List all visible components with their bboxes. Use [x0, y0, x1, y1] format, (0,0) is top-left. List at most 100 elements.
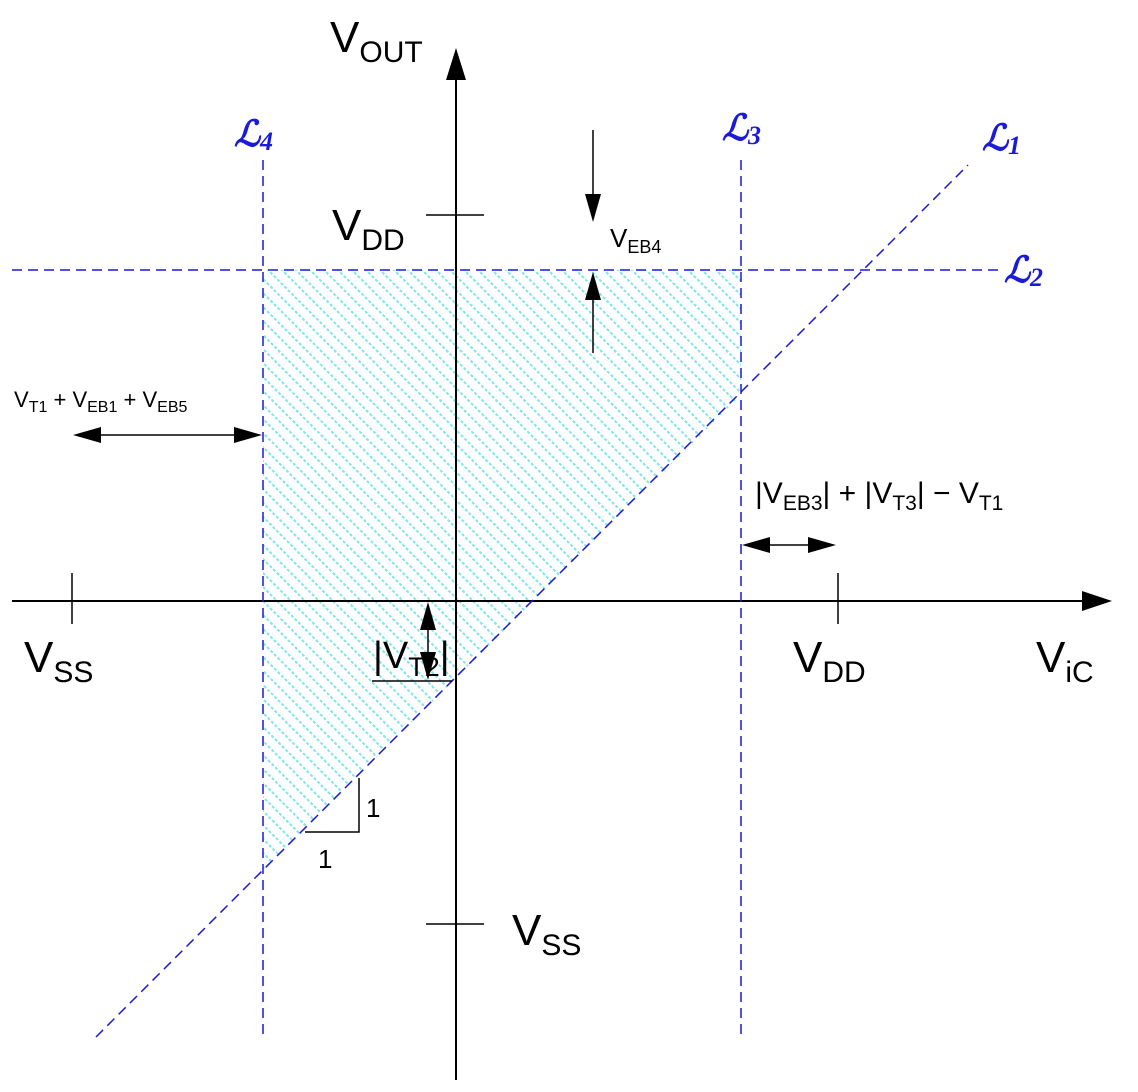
hatch-line: [263, 270, 741, 870]
hatch-line: [263, 270, 741, 870]
hatch-line: [263, 270, 741, 870]
hatch-line: [263, 270, 741, 870]
hatch-line: [263, 270, 553, 870]
hatch-line: [263, 270, 741, 870]
right-margin-label: |VEB3| + |VT3| − VT1: [755, 477, 1003, 515]
hatch-line: [263, 270, 595, 870]
hatch-line: [263, 270, 399, 870]
x-axis-arrowhead: [1082, 591, 1112, 611]
hatch-line: [641, 270, 741, 870]
hatch-line: [263, 270, 741, 870]
hatch-line: [263, 270, 741, 870]
hatch-line: [263, 270, 455, 870]
left-margin-arrowhead-right: [234, 427, 262, 443]
hatch-line: [263, 270, 741, 870]
hatch-line: [599, 270, 741, 870]
veb4-arrowhead-up: [585, 272, 601, 300]
vss-x-label: VSS: [24, 633, 93, 689]
vt2-label: |VT2|: [373, 635, 450, 682]
hatch-line: [263, 270, 741, 870]
hatch-line: [529, 270, 741, 870]
hatch-line: [263, 270, 741, 870]
hatch-line: [585, 270, 741, 870]
left-margin-arrowhead-left: [73, 427, 101, 443]
hatch-line: [347, 270, 741, 870]
y-axis-label: VOUT: [330, 13, 423, 69]
slope-rise-label: 1: [366, 793, 380, 823]
line-l1: [95, 164, 969, 1038]
left-margin-label: VT1 + VEB1 + VEB5: [14, 387, 187, 416]
hatch-line: [263, 270, 741, 870]
hatch-line: [263, 270, 357, 870]
hatch-line: [263, 270, 721, 870]
hatch-line: [263, 270, 741, 870]
hatch-line: [263, 270, 741, 870]
hatch-line: [263, 270, 741, 870]
hatch-line: [263, 270, 497, 870]
hatch-line: [263, 270, 567, 870]
hatch-line: [263, 270, 741, 870]
hatch-line: [263, 270, 735, 870]
x-axis-label: ViC: [1036, 633, 1094, 689]
hatch-line: [319, 270, 741, 870]
hatch-line: [263, 270, 483, 870]
hatch-line: [627, 270, 741, 870]
hatch-line: [263, 270, 741, 870]
hatch-line: [263, 270, 741, 870]
slope-run-label: 1: [318, 844, 332, 874]
hatch-line: [263, 270, 539, 870]
hatch-line: [263, 270, 741, 870]
right-margin-arrowhead-right: [808, 537, 836, 553]
label-l4: ℒ4: [234, 114, 273, 156]
hatch-line: [263, 270, 741, 870]
hatch-line: [263, 270, 741, 870]
hatch-line: [263, 270, 741, 870]
hatch-line: [263, 270, 741, 870]
hatch-line: [263, 270, 741, 870]
hatch-line: [263, 270, 581, 870]
vdd-y-label: VDD: [332, 201, 405, 257]
y-axis-arrowhead: [446, 48, 466, 80]
label-l2: ℒ2: [1004, 250, 1043, 292]
hatch-line: [263, 270, 741, 870]
hatch-line: [571, 270, 741, 870]
hatch-line: [263, 270, 301, 870]
hatch-line: [263, 270, 741, 870]
hatch-line: [543, 270, 741, 870]
hatch-line: [263, 270, 741, 870]
hatch-line: [263, 270, 707, 870]
veb4-label: VEB4: [610, 223, 661, 257]
hatch-line: [263, 270, 741, 870]
hatch-line: [263, 270, 413, 870]
hatch-line: [263, 270, 741, 870]
hatch-line: [333, 270, 741, 870]
hatch-line: [263, 270, 741, 870]
hatch-line: [263, 270, 741, 870]
hatch-line: [263, 270, 385, 870]
hatch-line: [263, 270, 741, 870]
hatch-line: [263, 270, 741, 870]
hatch-line: [277, 270, 741, 870]
hatch-line: [263, 270, 741, 870]
hatch-line: [263, 270, 741, 870]
hatch-line: [263, 270, 741, 870]
hatch-line: [263, 270, 469, 870]
vdd-x-label: VDD: [793, 633, 866, 689]
hatch-line: [613, 270, 741, 870]
vss-y-label: VSS: [512, 906, 581, 962]
right-margin-arrowhead-left: [742, 537, 770, 553]
veb4-arrowhead-down: [585, 194, 601, 222]
hatch-line: [263, 270, 511, 870]
slope-triangle: [305, 778, 360, 833]
hatch-line: [263, 270, 741, 870]
hatch-line: [263, 270, 741, 870]
vt2-arrowhead-up: [420, 602, 436, 630]
hatch-line: [263, 270, 741, 870]
hatch-line: [263, 270, 315, 870]
hatch-line: [263, 270, 371, 870]
hatch-line: [557, 270, 741, 870]
hatch-line: [263, 270, 741, 870]
hatch-line: [263, 270, 441, 870]
vt2-arrowhead-down: [420, 652, 436, 680]
